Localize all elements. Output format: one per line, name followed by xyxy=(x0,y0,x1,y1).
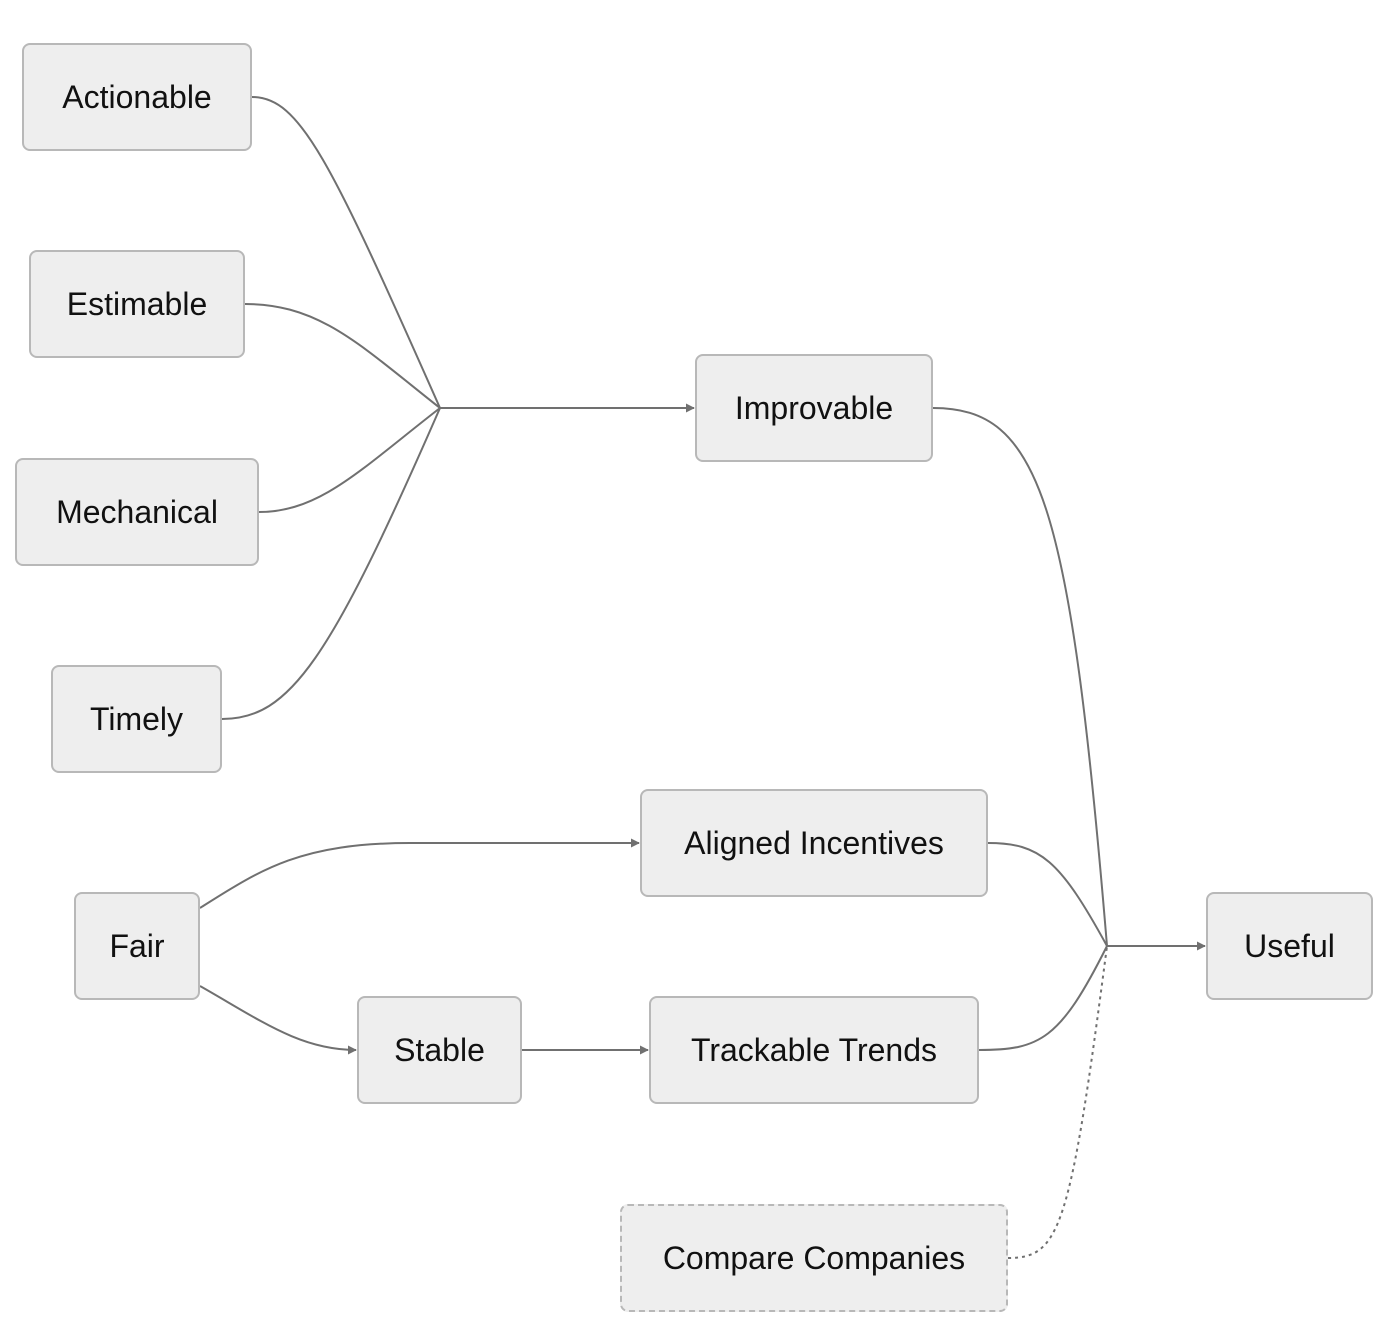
node-estimable: Estimable xyxy=(29,250,245,358)
node-fair: Fair xyxy=(74,892,200,1000)
edge-timely-improvable xyxy=(221,407,441,720)
node-mechanical: Mechanical xyxy=(15,458,259,566)
node-trackable-trends: Trackable Trends xyxy=(649,996,979,1104)
node-stable: Stable xyxy=(357,996,522,1104)
node-improvable: Improvable xyxy=(695,354,933,462)
edge-fair-stable xyxy=(199,985,357,1055)
edge-fair-aligned xyxy=(199,838,640,909)
edge-actionable-improvable xyxy=(251,96,441,409)
edge-compare-useful xyxy=(1007,945,1108,1259)
edge-mechanical-improvable xyxy=(258,407,441,513)
node-compare-companies: Compare Companies xyxy=(620,1204,1008,1312)
edge-trackable-useful xyxy=(978,945,1108,1051)
node-useful: Useful xyxy=(1206,892,1373,1000)
node-aligned-incentives: Aligned Incentives xyxy=(640,789,988,897)
edge-improvable-useful xyxy=(932,407,1108,947)
edge-aligned-useful xyxy=(987,842,1108,947)
node-actionable: Actionable xyxy=(22,43,252,151)
node-timely: Timely xyxy=(51,665,222,773)
edge-estimable-improvable xyxy=(244,303,441,409)
